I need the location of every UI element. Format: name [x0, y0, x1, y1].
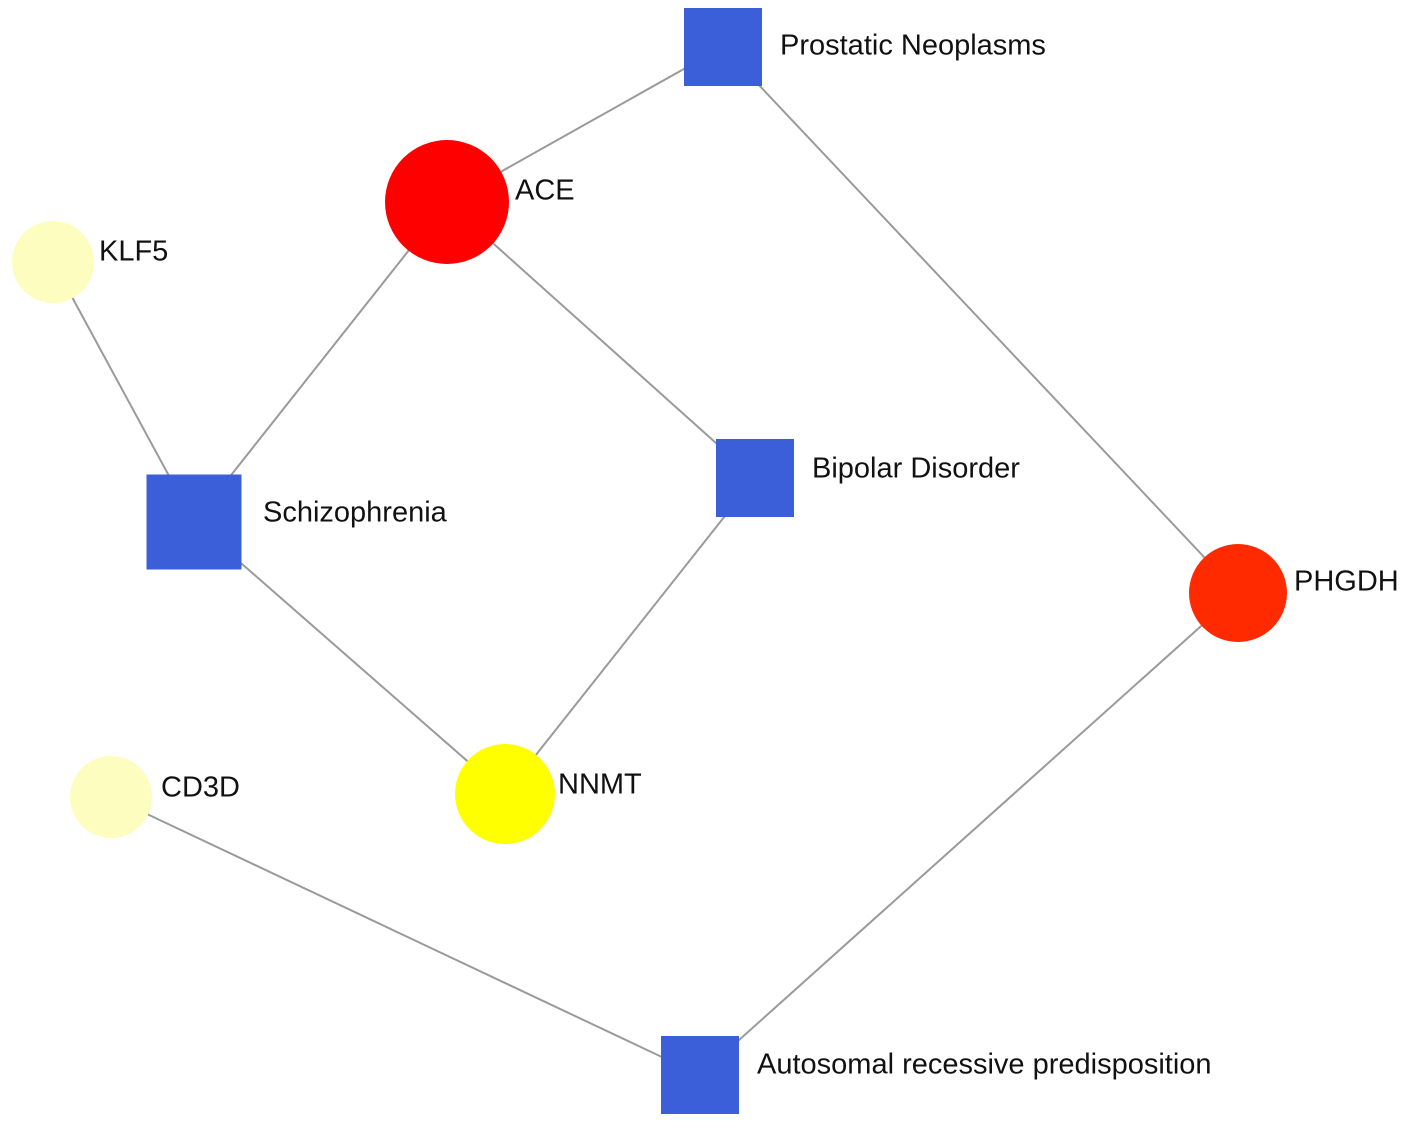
node-label-klf5: KLF5 [99, 236, 168, 268]
edge-ace-schizophrenia [193, 201, 448, 523]
edges [52, 46, 1239, 1076]
node-klf5 [12, 221, 94, 303]
node-bipolar [716, 439, 794, 517]
node-label-ace: ACE [515, 175, 575, 207]
edge-phgdh-autosomal [699, 592, 1239, 1076]
edge-cd3d-autosomal [110, 796, 701, 1076]
edge-ace-bipolar [446, 201, 756, 479]
node-label-nnmt: NNMT [558, 769, 642, 801]
node-label-prostatic: Prostatic Neoplasms [780, 30, 1046, 62]
node-nnmt [455, 744, 555, 844]
edge-bipolar-nnmt [504, 477, 756, 795]
node-label-phgdh: PHGDH [1294, 566, 1399, 598]
node-autosomal [661, 1036, 739, 1114]
node-cd3d [70, 756, 152, 838]
node-label-schizophrenia: Schizophrenia [263, 497, 448, 529]
edge-schizophrenia-nnmt [193, 521, 506, 795]
node-prostatic [684, 8, 762, 86]
node-phgdh [1189, 544, 1287, 642]
node-label-cd3d: CD3D [161, 772, 240, 804]
node-schizophrenia [146, 474, 242, 570]
edge-prostatic-phgdh [722, 46, 1239, 594]
node-ace [385, 140, 509, 264]
node-label-bipolar: Bipolar Disorder [812, 453, 1020, 485]
node-label-autosomal: Autosomal recessive predisposition [757, 1049, 1212, 1081]
nodes [12, 8, 1287, 1114]
